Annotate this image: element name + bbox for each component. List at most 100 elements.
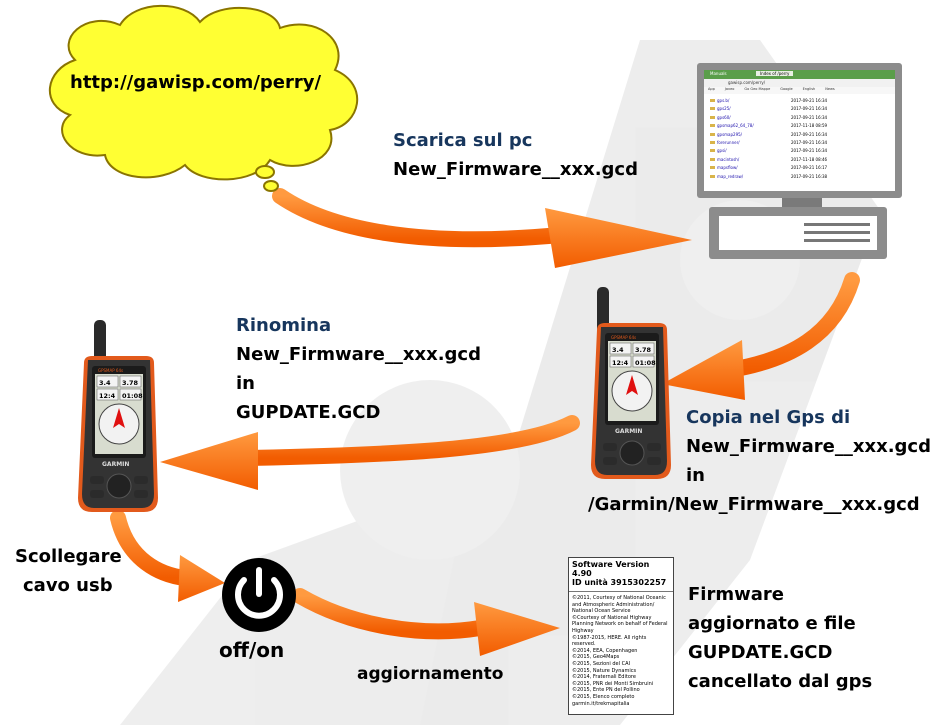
gps-model-label: GPSMAP 64s — [611, 335, 636, 340]
folder-icon — [710, 107, 715, 111]
gps-device-left: GPSMAP 64s 3.4 3.78 12:4 01:08 GARMIN — [78, 320, 158, 512]
arrow-pc-to-gps — [662, 272, 860, 400]
folder-icon — [710, 157, 715, 161]
arrow-power-to-doc — [292, 588, 560, 656]
gps-model-label: GPSMAP 64s — [98, 368, 123, 373]
list-item[interactable]: gps.b/2017-09-21 16:34 — [710, 97, 895, 105]
gps-field-3: 12:4 — [612, 359, 629, 367]
list-item[interactable]: macintosh/2017-11-18 08:46 — [710, 156, 895, 164]
list-item[interactable]: gps60/2017-09-21 16:34 — [710, 114, 895, 122]
list-item[interactable]: gpsmap295/2017-09-21 16:34 — [710, 131, 895, 139]
folder-icon — [710, 132, 715, 136]
credit-line: ©2011, Courtesy of National Oceanic — [572, 595, 666, 601]
browser-tab-2[interactable]: Index of /perry — [756, 71, 794, 76]
credit-line: Planning Network on behalf of Federal — [572, 621, 668, 628]
address-text: gawisp.com/perry/ — [728, 80, 766, 85]
doc-id: ID unità 3915302257 — [572, 578, 667, 587]
credit-line: ©Courtesy of National Highway — [572, 614, 652, 621]
folder-icon — [710, 124, 715, 128]
browser-address-bar[interactable]: gawisp.com/perry/ — [704, 79, 895, 87]
credit-line: and Atmospheric Administration/ — [572, 601, 655, 608]
copy-in: in — [686, 465, 705, 486]
gps-field-2: 3.78 — [122, 379, 139, 387]
folder-icon — [710, 99, 715, 102]
browser-tabbar: Manuals Index of /perry — [704, 70, 895, 79]
credit-line: ©2015, Sezioni del CAI — [572, 660, 630, 667]
doc-credits: ©2011, Courtesy of National Oceanic and … — [569, 595, 673, 707]
copy-file: New_Firmware__xxx.gcd — [686, 436, 931, 457]
list-item[interactable]: gpsmap62_64_78/2017-11-18 08:59 — [710, 122, 895, 130]
gps-field-1: 3.4 — [612, 346, 624, 354]
gps-field-1: 3.4 — [99, 379, 111, 387]
computer: Manuals Index of /perry gawisp.com/perry… — [697, 63, 902, 263]
gps-field-4: 01:08 — [122, 392, 143, 400]
rename-in: in — [236, 373, 255, 394]
credit-line: National Ocean Service — [572, 608, 631, 615]
gps-field-3: 12:4 — [99, 392, 116, 400]
doc-version: 4.90 — [572, 569, 592, 578]
monitor-stand — [782, 198, 822, 207]
bookmark-item[interactable]: App — [708, 87, 715, 91]
software-version-doc: Software Version 4.90 ID unità 391530225… — [568, 557, 674, 715]
credit-line: Highway — [572, 627, 594, 634]
url-cloud — [49, 4, 359, 192]
unplug-line1: Scollegare — [15, 546, 122, 567]
folder-icon — [710, 115, 715, 119]
credit-line: ©2015, Geo4Maps — [572, 654, 620, 661]
doc-title: Software Version — [572, 560, 650, 569]
browser-tab-1[interactable]: Manuals — [710, 71, 727, 76]
credit-line: ©1987-2015, HERE. All rights — [572, 634, 647, 641]
result-line3: GUPDATE.GCD — [688, 642, 833, 663]
power-label: off/on — [219, 638, 285, 662]
compass-needle-icon — [626, 375, 638, 395]
bookmark-item[interactable]: Javeo — [724, 87, 735, 91]
arrow-gps-to-gps — [160, 415, 580, 490]
unplug-line2: cavo usb — [23, 575, 113, 596]
update-label: aggiornamento — [357, 664, 504, 684]
credit-line: reserved. — [572, 641, 596, 648]
list-item[interactable]: gpsi/2017-09-21 16:34 — [710, 147, 895, 155]
credit-line: ©2015, Elenco completo — [572, 693, 635, 700]
credit-line: garmin.it/trekmapitalia — [572, 700, 630, 707]
gps-field-4: 01:08 — [635, 359, 656, 367]
compass-needle-icon — [113, 408, 125, 428]
bookmark-item[interactable]: Go Geo Mappe — [744, 87, 771, 91]
gps-device-right: GPSMAP 64s 3.4 3.78 12:4 01:08 GARMIN — [591, 287, 671, 479]
folder-icon — [710, 166, 715, 170]
result-line1: Firmware — [688, 584, 784, 605]
directory-listing: gps.b/2017-09-21 16:34 gps25/2017-09-21 … — [704, 94, 895, 181]
copy-title: Copia nel Gps di — [686, 407, 851, 428]
download-file: New_Firmware__xxx.gcd — [393, 159, 638, 180]
list-item[interactable]: gps25/2017-09-21 16:34 — [710, 105, 895, 113]
copy-path: /Garmin/New_Firmware__xxx.gcd — [588, 494, 920, 515]
bookmark-item[interactable]: English — [802, 87, 816, 91]
arrow-gps-to-power — [110, 510, 225, 602]
list-item[interactable]: map_redraw/2017-09-21 16:38 — [710, 173, 895, 181]
folder-icon — [710, 174, 715, 178]
result-line4: cancellato dal gps — [688, 671, 873, 692]
gps-brand: GARMIN — [615, 428, 642, 435]
list-item[interactable]: forerunner/2017-09-21 16:34 — [710, 139, 895, 147]
cloud-url-text: http://gawisp.com/perry/ — [70, 72, 322, 93]
gps-field-2: 3.78 — [635, 346, 652, 354]
result-line2: aggiornato e file — [688, 613, 856, 634]
gps-brand: GARMIN — [102, 461, 129, 468]
bookmark-item[interactable]: News — [825, 87, 835, 91]
credit-line: ©2015, Nature Dynamics — [572, 667, 637, 674]
arrow-cloud-to-pc — [272, 188, 692, 268]
list-item[interactable]: mapsflow/2017-09-21 16:17 — [710, 164, 895, 172]
download-title: Scarica sul pc — [393, 130, 533, 151]
rename-file: New_Firmware__xxx.gcd — [236, 344, 481, 365]
rename-target: GUPDATE.GCD — [236, 402, 381, 423]
rename-title: Rinomina — [236, 315, 332, 336]
monitor-screen: Manuals Index of /perry gawisp.com/perry… — [704, 70, 895, 191]
credit-line: ©2014, Fraternali Editore — [572, 674, 636, 681]
pc-base — [709, 207, 887, 259]
credit-line: ©2015, PNR dei Monti Simbruini — [572, 680, 654, 687]
credit-line: ©2015, Ente PN del Pollino — [572, 687, 640, 694]
folder-icon — [710, 141, 715, 145]
credit-line: ©2014, EEA, Copenhagen — [572, 647, 638, 654]
bookmark-item[interactable]: Google — [780, 87, 793, 91]
folder-icon — [710, 149, 715, 153]
